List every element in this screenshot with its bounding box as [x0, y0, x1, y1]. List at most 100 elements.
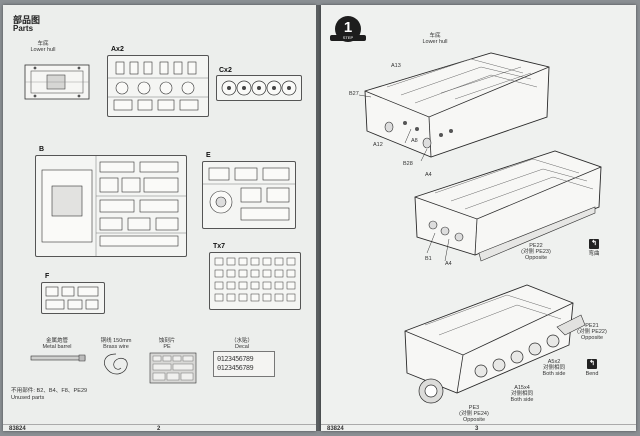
sprue-a — [107, 55, 209, 117]
sprue-b — [35, 155, 187, 257]
metal-barrel-label-en: Metal barrel — [42, 344, 72, 350]
brass-wire-drawing — [104, 353, 128, 375]
hull-drawing-3 — [404, 284, 586, 404]
callout-a15x4-both: Both side — [510, 397, 534, 403]
track-link — [274, 269, 284, 278]
sprue-f-label: F — [45, 273, 50, 280]
lower-hull-label-cn: 车底 — [37, 41, 49, 47]
book-gutter — [316, 5, 321, 431]
unused-parts-en: Unused parts — [11, 395, 45, 401]
track-link — [226, 269, 236, 278]
callout-a4: A4 — [425, 172, 432, 178]
sprue-b-label: B — [39, 146, 45, 153]
assembly-step-page: 1 STEP 车底 Lower hull A13 B27 A12 A8 B — [321, 5, 636, 431]
callout-pe3-opposite: Opposite — [462, 417, 485, 423]
page-number-right: 3 — [475, 426, 479, 431]
sprue-a-parts — [108, 61, 208, 111]
track-link — [262, 281, 272, 290]
track-link — [286, 293, 296, 302]
sprue-e-parts — [203, 167, 295, 221]
callout-both-side: Both side — [542, 371, 566, 377]
callout-opposite: Opposite — [524, 255, 547, 261]
track-link — [238, 269, 248, 278]
unused-parts-cn: 不用部件: B2、B4、F8、PE29 — [11, 388, 88, 394]
lower-hull-callout-en: Lower hull — [422, 39, 448, 45]
decal-numbers-row-1: 0123456789 — [217, 355, 254, 363]
parts-page: 部品图 Parts 车底 Lower hull Ax2 — [3, 5, 316, 431]
sprue-c-label: Cx2 — [219, 67, 232, 74]
track-link — [226, 293, 236, 302]
hull-drawing-2 — [414, 150, 602, 262]
page-title-en: Parts — [13, 24, 34, 33]
callout-a15x4-cn: 对侧相同 — [510, 391, 533, 397]
hull-drawing-1 — [358, 52, 550, 162]
track-link — [250, 293, 260, 302]
step-tab: STEP — [330, 35, 366, 41]
metal-barrel-drawing — [30, 354, 86, 362]
callout-a13: A13 — [391, 63, 401, 69]
track-link — [238, 281, 248, 290]
sprue-f — [41, 282, 105, 314]
sprue-c-wheels — [221, 80, 297, 96]
callout-a5x2: A5x2 — [547, 359, 561, 365]
callout-b1: B1 — [425, 256, 432, 262]
track-link — [262, 269, 272, 278]
callout-pe3: PE3 — [468, 405, 480, 411]
bend-symbol-icon: ↰ — [589, 239, 599, 249]
callout-pe22-cn: (对侧 PE23) — [521, 249, 551, 255]
sprue-t-label: Tx7 — [213, 243, 226, 250]
bend-label-en: Bend — [585, 371, 599, 377]
sprue-t — [209, 252, 301, 310]
callout-b28: B28 — [403, 161, 413, 167]
track-link — [274, 281, 284, 290]
sprue-t-track-links — [214, 257, 296, 302]
pe-label-cn: 蚀刻片 — [158, 338, 176, 344]
callout-pe3-cn: (对侧 PE24) — [459, 411, 489, 417]
sprue-e — [202, 161, 296, 229]
track-link — [274, 293, 284, 302]
page-code-right: 83824 — [327, 426, 344, 431]
track-link — [286, 281, 296, 290]
callout-pe22: PE22 — [529, 243, 543, 249]
sprue-a-label: Ax2 — [111, 46, 124, 53]
track-link — [214, 269, 224, 278]
brass-wire-label-cn: 铜线 150mm — [100, 338, 132, 344]
track-link — [286, 257, 296, 266]
lower-hull-drawing — [24, 64, 90, 100]
sprue-f-parts — [45, 286, 99, 310]
page-code: 83824 — [9, 426, 26, 431]
brass-wire-label-en: Brass wire — [103, 344, 129, 350]
callout-pe21-cn: (对侧 PE22) — [577, 329, 607, 335]
track-link — [226, 281, 236, 290]
callout-a8: A8 — [411, 138, 418, 144]
callout-a5x2-cn: 对侧相同 — [542, 365, 565, 371]
decal-sheet: 0123456789 0123456789 — [213, 351, 275, 377]
track-link — [286, 269, 296, 278]
track-link — [250, 257, 260, 266]
page-title-cn: 部品图 — [13, 15, 41, 25]
track-link — [226, 257, 236, 266]
callout-a4-second: A4 — [445, 261, 452, 267]
track-link — [238, 293, 248, 302]
sprue-c — [216, 75, 302, 101]
sprue-e-label: E — [206, 152, 211, 159]
metal-barrel-label-cn: 金属炮管 — [45, 338, 68, 344]
track-link — [262, 257, 272, 266]
bend-symbol-icon-2: ↰ — [587, 359, 597, 369]
track-link — [214, 281, 224, 290]
callout-b27: B27 — [349, 91, 359, 97]
page-number: 2 — [157, 426, 161, 431]
track-link — [214, 293, 224, 302]
lower-hull-label-en: Lower hull — [30, 47, 56, 53]
track-link — [238, 257, 248, 266]
track-link — [250, 281, 260, 290]
callout-a15x4: A15x4 — [514, 385, 530, 391]
lower-hull-callout-cn: 车底 — [429, 33, 441, 39]
track-link — [262, 293, 272, 302]
decal-numbers-row-2: 0123456789 — [217, 364, 254, 372]
sprue-b-parts — [41, 156, 186, 256]
bend-label-cn: 弯曲 — [588, 251, 600, 257]
callout-pe21-opposite: Opposite — [580, 335, 603, 341]
track-link — [250, 269, 260, 278]
